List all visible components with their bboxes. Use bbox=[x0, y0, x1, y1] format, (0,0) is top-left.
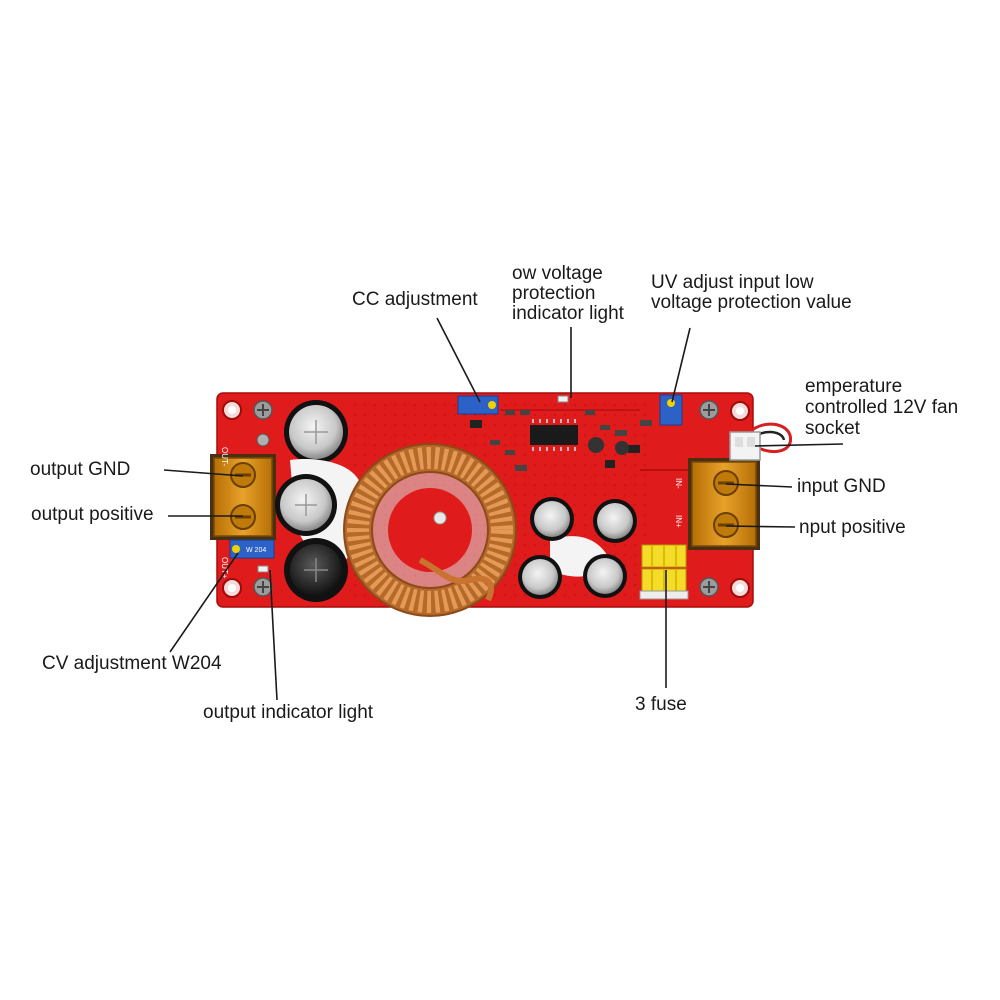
leader-fan bbox=[754, 443, 844, 447]
cv-trimpot bbox=[229, 539, 275, 559]
smd-components bbox=[470, 410, 652, 471]
out-plus-mark: OUT+ bbox=[220, 557, 229, 579]
leader-uv bbox=[671, 327, 691, 403]
label-fan-socket-1: emperature bbox=[805, 376, 903, 397]
label-output-indicator-light: output indicator light bbox=[203, 702, 374, 723]
label-fuse: 3 fuse bbox=[635, 694, 687, 715]
output-terminal-block bbox=[210, 454, 276, 540]
screw bbox=[699, 400, 719, 420]
mounting-hole bbox=[222, 578, 242, 598]
mounting-hole bbox=[222, 400, 242, 420]
in-plus-mark: IN+ bbox=[674, 515, 683, 528]
capacitor bbox=[530, 497, 574, 541]
label-low-voltage-light-1: ow voltage bbox=[512, 263, 603, 284]
fan-socket bbox=[729, 422, 792, 461]
screw bbox=[253, 400, 273, 420]
capacitor bbox=[518, 555, 562, 599]
label-cv-adjustment: CV adjustment W204 bbox=[42, 653, 222, 674]
leader-input-positive bbox=[725, 525, 796, 528]
label-fan-socket-3: socket bbox=[805, 418, 860, 439]
screw bbox=[699, 577, 719, 597]
uv-trimpot bbox=[659, 394, 683, 426]
label-low-voltage-light-3: indicator light bbox=[512, 303, 624, 324]
fuse-base bbox=[639, 590, 689, 600]
label-cc-adjustment: CC adjustment bbox=[352, 289, 478, 310]
low-voltage-led bbox=[557, 395, 569, 403]
mounting-hole bbox=[730, 401, 750, 421]
cc-trimpot bbox=[457, 395, 499, 415]
label-uv-adjust-1: UV adjust input low bbox=[651, 272, 814, 293]
output-indicator-led bbox=[257, 565, 269, 573]
leader-cv bbox=[169, 552, 239, 653]
out-minus-mark: OUT- bbox=[220, 447, 229, 466]
label-uv-adjust-2: voltage protection value bbox=[651, 292, 852, 313]
label-fan-socket-2: controlled 12V fan bbox=[805, 397, 959, 418]
leader-output-gnd bbox=[163, 469, 244, 477]
fuse bbox=[641, 568, 687, 592]
leader-input-gnd bbox=[725, 483, 793, 488]
mounting-hole bbox=[730, 578, 750, 598]
ic-chip bbox=[530, 419, 578, 451]
capacitor bbox=[275, 474, 337, 536]
capacitor bbox=[284, 400, 348, 464]
label-output-gnd: output GND bbox=[30, 459, 131, 480]
label-input-positive: nput positive bbox=[799, 517, 906, 538]
label-low-voltage-light-2: protection bbox=[512, 283, 596, 304]
leader-cc bbox=[436, 317, 481, 403]
label-output-positive: output positive bbox=[31, 504, 154, 525]
toroid-inductor bbox=[343, 443, 517, 617]
input-terminal-block bbox=[688, 458, 760, 550]
screw bbox=[256, 433, 270, 447]
label-input-gnd: input GND bbox=[797, 476, 886, 497]
in-minus-mark: IN- bbox=[674, 478, 683, 489]
leader-output-light bbox=[269, 569, 278, 701]
screw bbox=[253, 577, 273, 597]
fuse bbox=[641, 544, 687, 568]
capacitor bbox=[583, 554, 627, 598]
capacitor bbox=[593, 499, 637, 543]
pot-code: W 204 bbox=[246, 547, 266, 554]
capacitor bbox=[284, 538, 348, 602]
